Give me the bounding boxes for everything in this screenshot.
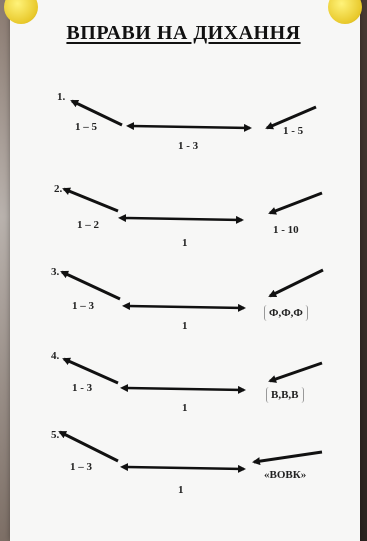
exercise-middle-label: 1 (178, 484, 184, 496)
up-left-arrow (58, 430, 119, 463)
exercise-number: 4. (51, 350, 60, 362)
down-left-arrow (265, 105, 317, 130)
background-right (357, 0, 367, 541)
exercise-left-label: 1 – 3 (72, 300, 94, 312)
exercise-middle-label: 1 (182, 320, 188, 332)
exercise-middle-label: 1 - 3 (178, 140, 199, 152)
exercise-right-label: 1 - 10 (273, 224, 299, 236)
down-left-arrow (252, 450, 323, 466)
up-left-arrow (62, 357, 119, 385)
double-arrow (122, 302, 246, 312)
exercise-right-label: Ф,Ф,Ф (264, 305, 308, 321)
down-left-arrow (268, 361, 323, 383)
poster-title: ВПРАВИ НА ДИХАННЯ (66, 22, 301, 44)
up-left-arrow (60, 270, 121, 301)
exercise-left-label: 1 – 3 (70, 461, 92, 473)
double-arrow (126, 122, 252, 132)
exercise-left-label: 1 – 5 (75, 121, 97, 133)
up-left-arrow (62, 187, 119, 213)
exercise-number: 1. (57, 91, 66, 103)
exercise-middle-label: 1 (182, 237, 188, 249)
exercise-left-label: 1 – 2 (77, 219, 99, 231)
exercise-number: 2. (54, 183, 63, 195)
exercise-number: 5. (51, 429, 60, 441)
exercise-right-label: 1 - 5 (283, 125, 304, 137)
exercise-middle-label: 1 (182, 402, 188, 414)
double-arrow (120, 384, 246, 394)
double-arrow (118, 214, 244, 224)
down-left-arrow (268, 191, 323, 215)
exercise-right-label: В,В,В (266, 387, 304, 403)
exercise-number: 3. (51, 266, 60, 278)
exercise-right-label: «ВОВК» (264, 469, 307, 481)
down-left-arrow (268, 268, 324, 298)
up-left-arrow (70, 99, 123, 127)
double-arrow (120, 463, 246, 473)
exercise-left-label: 1 - 3 (72, 382, 93, 394)
poster-sheet (4, 0, 362, 541)
